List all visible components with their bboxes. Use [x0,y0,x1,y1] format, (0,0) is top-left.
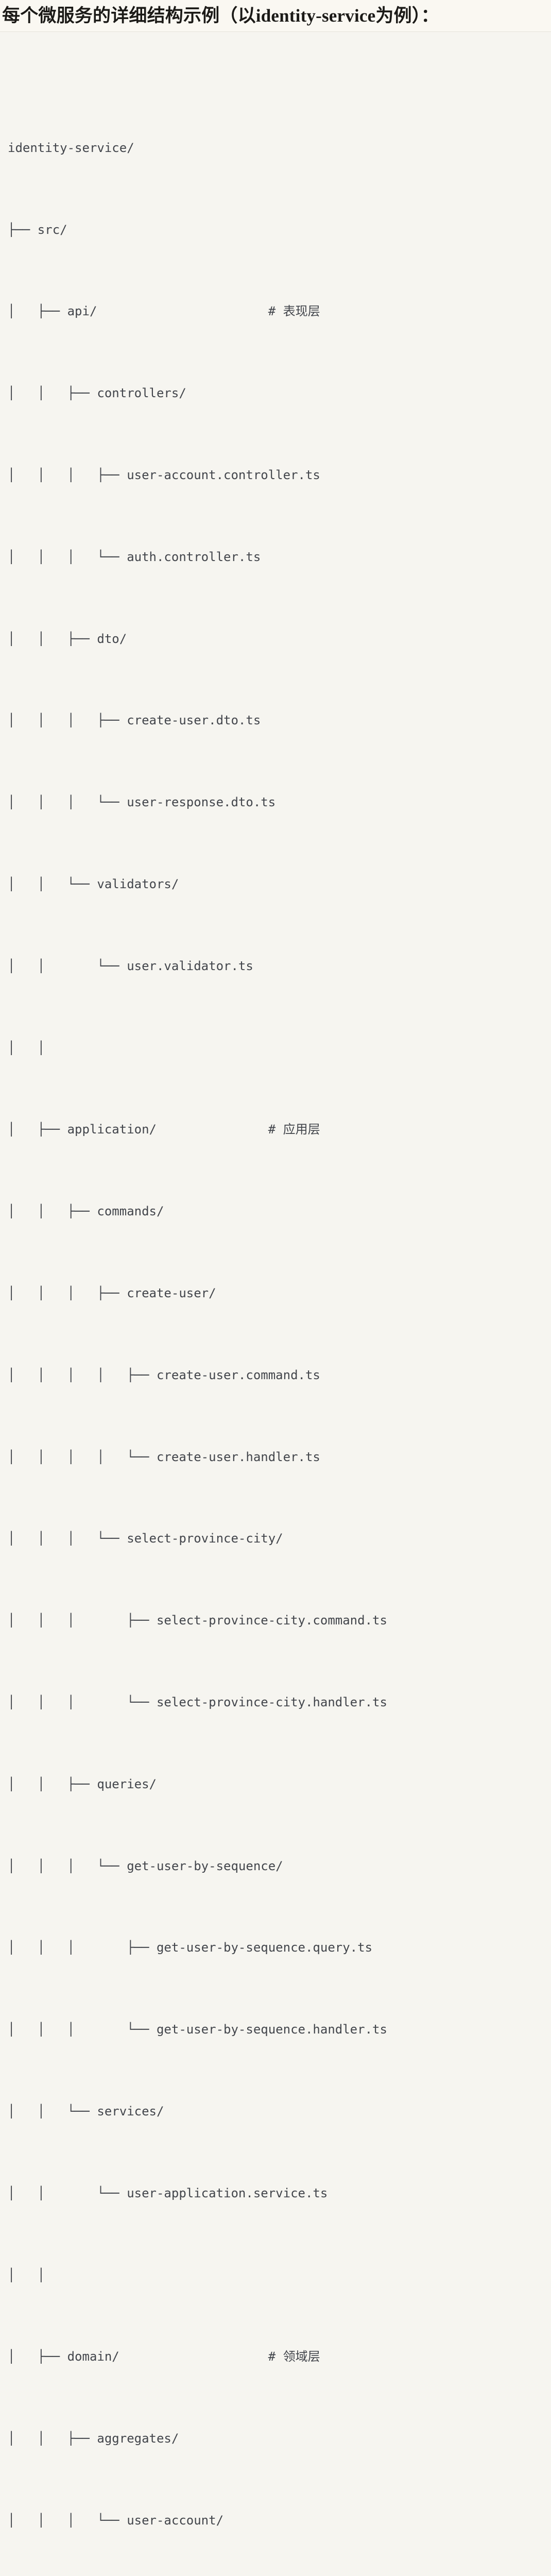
tree-line: │ │ │ └── get-user-by-sequence/ [8,1858,283,1873]
tree-line: │ ├── api/ # 表现层 [8,304,320,319]
tree-line: │ ├── domain/ # 领域层 [8,2349,320,2364]
tree-line: │ │ │ ├── select-province-city.command.t… [8,1613,387,1628]
tree-line: │ │ [8,2267,45,2282]
tree-line: │ │ │ └── get-user-by-sequence.handler.t… [8,2022,387,2037]
tree-line: │ │ │ └── select-province-city.handler.t… [8,1694,387,1709]
tree-line: │ │ │ ├── get-user-by-sequence.query.ts [8,1940,373,1955]
tree-line: │ │ │ └── auth.controller.ts [8,549,261,564]
tree-line: │ │ │ └── user-response.dto.ts [8,795,276,810]
tree-line: │ │ └── user.validator.ts [8,958,253,973]
tree-line: │ │ └── services/ [8,2104,164,2119]
tree-line: │ │ ├── controllers/ [8,386,186,401]
page-title: 每个微服务的详细结构示例（以identity-service为例）： [2,5,439,26]
tree-line: ├── src/ [8,222,67,237]
tree-line: │ │ │ ├── create-user.dto.ts [8,713,261,728]
tree-line: │ ├── application/ # 应用层 [8,1122,320,1137]
tree-line: │ │ [8,1040,45,1055]
tree-line: identity-service/ [8,140,134,155]
tree-line: │ │ │ ├── create-user/ [8,1285,216,1300]
tree-line: │ │ └── validators/ [8,876,179,891]
tree-line: │ │ ├── queries/ [8,1776,157,1791]
tree-line: │ │ │ │ └── create-user.handler.ts [8,1449,320,1464]
tree-line: │ │ │ ├── user-account.controller.ts [8,468,320,482]
tree-line: │ │ ├── commands/ [8,1204,164,1219]
tree-line: │ │ ├── dto/ [8,631,127,646]
tree-line: │ │ └── user-application.service.ts [8,2185,328,2200]
tree-line: │ │ │ │ ├── create-user.command.ts [8,1367,320,1382]
tree-line: │ │ │ └── select-province-city/ [8,1531,283,1546]
file-tree-code-block: identity-service/ ├── src/ │ ├── api/ # … [0,31,551,2576]
page-header: 每个微服务的详细结构示例（以identity-service为例）： [0,0,551,31]
tree-line: │ │ │ └── user-account/ [8,2513,224,2528]
tree-line: │ │ ├── aggregates/ [8,2431,179,2446]
